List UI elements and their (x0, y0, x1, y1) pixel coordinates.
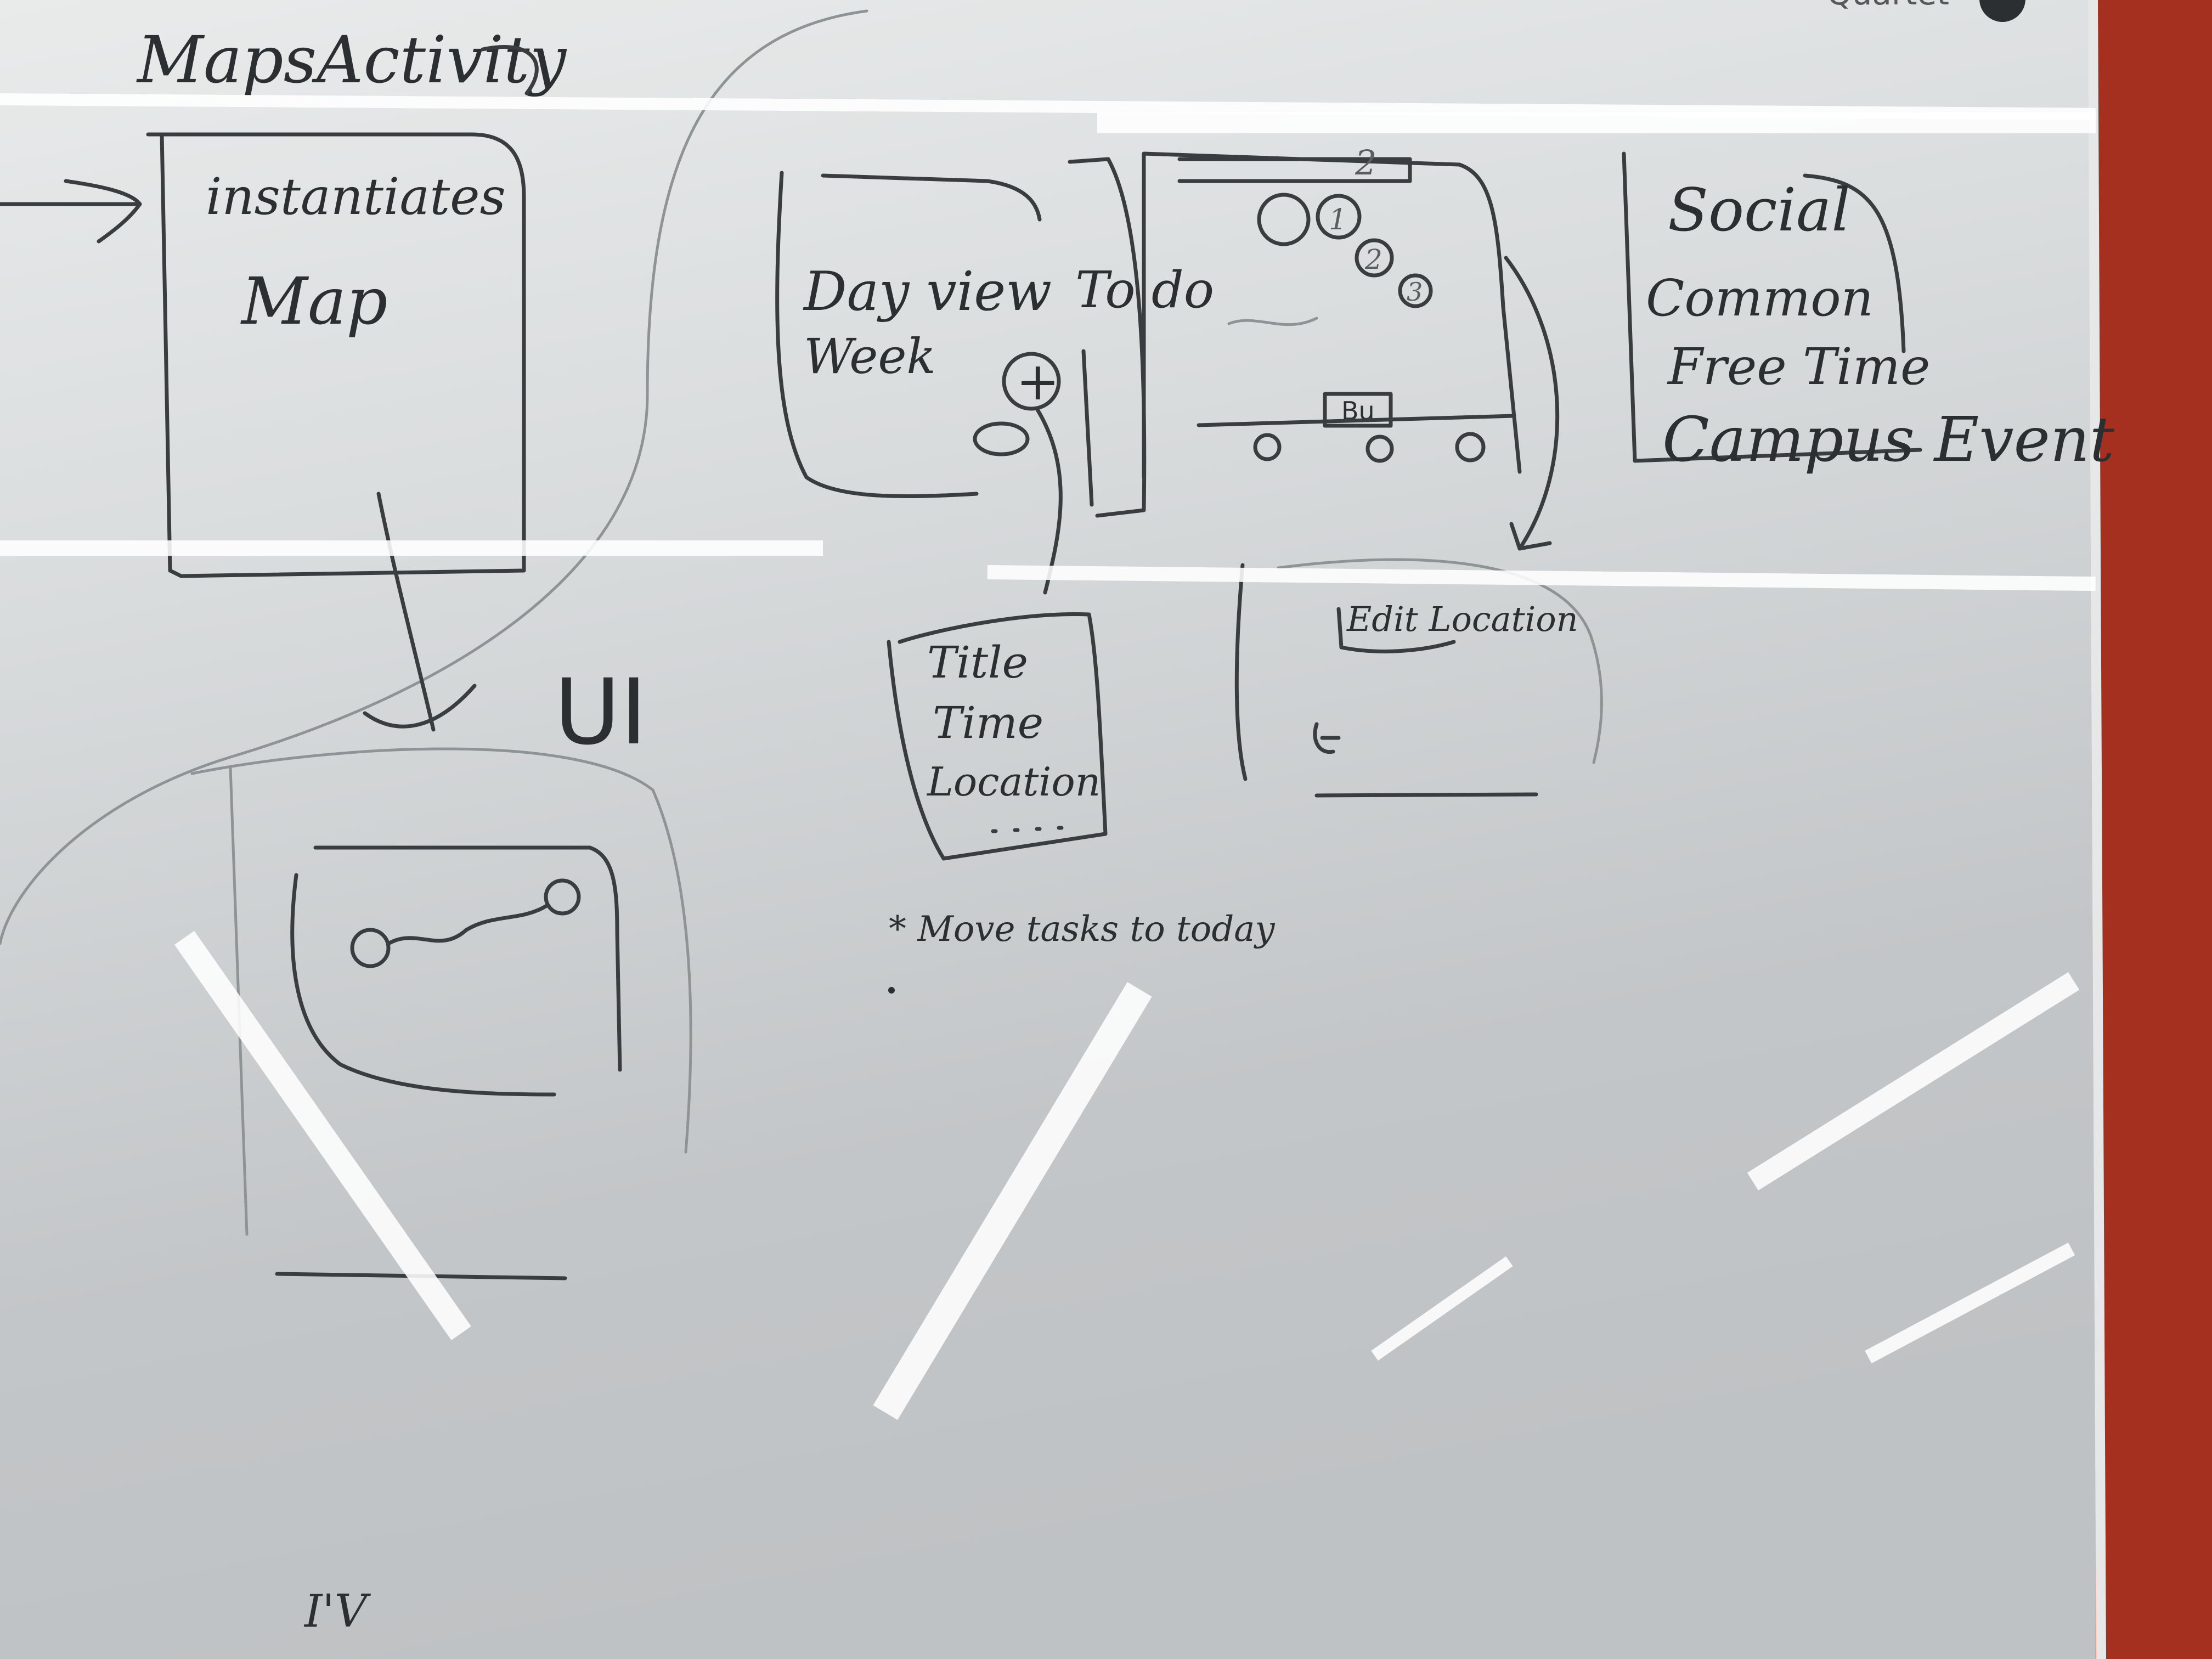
reflection-5 (174, 930, 471, 1340)
title-tail-stroke (481, 45, 539, 95)
reflection-2 (0, 540, 823, 556)
form-line-2: Time (933, 697, 1043, 748)
reflection-8 (1865, 1243, 2075, 1364)
day-screen-outline (775, 171, 979, 499)
day-toggle (973, 421, 1030, 456)
map-pin-end (544, 878, 581, 916)
board-frame (2096, 0, 2212, 1659)
day-line-2: Week (804, 328, 936, 385)
social-line-1: Social (1668, 176, 1850, 245)
map-frame-lower (290, 873, 556, 1097)
ui-connector-hook (363, 684, 477, 729)
incoming-arrow-head (64, 179, 142, 244)
ui-phone-outline (190, 747, 692, 1154)
calendar-faint-scribble (1227, 317, 1318, 326)
edit-screen-outline (1234, 563, 1248, 781)
day-screen-top (821, 173, 1042, 222)
todo-strip-left (1081, 349, 1094, 507)
brand-label: Quartet (1827, 0, 1949, 12)
board-edge (2088, 0, 2106, 1659)
calendar-mark-3: 2 (1364, 244, 1383, 275)
ui-connector (376, 492, 436, 732)
note-bullet-2 (888, 987, 895, 994)
reflection-4 (1097, 112, 2096, 133)
board-surface (0, 0, 2151, 1659)
add-button-circle (1002, 352, 1061, 411)
note-line-1: * Move tasks to today (889, 909, 1275, 950)
start-box (146, 132, 526, 578)
faint-flow-curve (0, 9, 868, 945)
map-route (386, 903, 550, 946)
calendar-to-edit-arrow (1504, 256, 1560, 551)
reflection-7 (1747, 972, 2080, 1190)
edit-screen-bottom (1314, 792, 1538, 798)
calendar-circle-4 (1398, 273, 1433, 308)
calendar-screen-outline (1142, 151, 1522, 479)
calendar-mark-4: 3 (1407, 277, 1423, 307)
day-line-1: Day view (803, 261, 1052, 323)
reflection-6 (873, 982, 1152, 1420)
start-line-1: instantiates (206, 167, 506, 226)
calendar-to-edit-arrow-head (1509, 522, 1552, 551)
flow-title: MapsActivity (136, 22, 567, 98)
calendar-circle-3 (1355, 238, 1394, 278)
reflection-3 (987, 565, 2096, 591)
social-line-3: Free Time (1667, 337, 1930, 396)
calendar-tab-1 (1253, 433, 1282, 461)
form-dots (991, 826, 1064, 833)
calendar-bottom-bar (1197, 414, 1516, 427)
reflection-9 (1371, 1256, 1513, 1361)
calendar-tab-3 (1455, 432, 1486, 462)
edit-header-label: Edit Location (1346, 599, 1578, 639)
calendar-circle-2 (1316, 194, 1362, 240)
calendar-circle-1 (1257, 193, 1311, 246)
social-line-4: Campus Event (1662, 404, 2115, 476)
calendar-tab-2 (1365, 435, 1394, 463)
event-form-card (887, 612, 1108, 861)
map-pin-start (350, 928, 391, 968)
edit-search-glyph (1313, 722, 1341, 754)
social-line-2: Common (1646, 269, 1874, 328)
map-frame (313, 845, 622, 1072)
calendar-mark-2: 1 (1329, 204, 1347, 236)
bottom-mark: I'V (303, 1585, 371, 1638)
edit-header-bracket (1336, 607, 1456, 653)
brand-logo (1979, 0, 2025, 22)
calendar-screen-top-bar (1177, 157, 1412, 183)
form-line-1: Title (927, 637, 1028, 688)
calendar-button-box (1323, 392, 1393, 428)
start-line-2: Map (240, 263, 388, 339)
calendar-mark-top: 2 (1355, 143, 1376, 183)
edit-screen-top (1277, 558, 1603, 764)
ui-label: UI (554, 659, 647, 765)
social-box (1622, 151, 1922, 463)
add-button-glyph: + (1016, 352, 1060, 412)
form-line-3: Location (926, 759, 1101, 805)
